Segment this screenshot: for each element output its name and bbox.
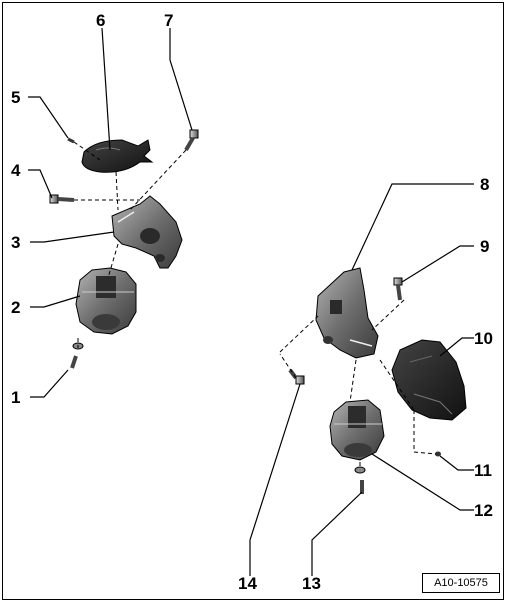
- bracket-part-8: [315, 267, 379, 359]
- callout-13: 13: [302, 574, 321, 593]
- heat-shield-part-10: [391, 339, 467, 421]
- engine-mount-part-2: [75, 267, 137, 335]
- callout-4: 4: [11, 161, 21, 180]
- callout-9: 9: [480, 237, 490, 256]
- callout-5: 5: [11, 88, 21, 107]
- callout-2: 2: [11, 298, 21, 317]
- callout-6: 6: [96, 11, 106, 30]
- callout-3: 3: [11, 233, 21, 252]
- bolt-part-4: [49, 194, 75, 204]
- reference-code-label: A10-10575: [422, 573, 500, 593]
- callout-11: 11: [474, 461, 492, 480]
- callout-1: 1: [11, 388, 21, 407]
- bracket-part-3: [111, 195, 183, 269]
- heat-shield-part: [81, 139, 154, 173]
- screw-part-11: [435, 451, 441, 457]
- bolt-part-13: [354, 466, 366, 494]
- bolt-part-7: [184, 129, 199, 152]
- bolt-part-9: [393, 277, 403, 301]
- callout-14: 14: [238, 574, 257, 593]
- callout-8: 8: [480, 175, 490, 194]
- leader-lines: [28, 27, 474, 576]
- screw-part-5: [67, 137, 75, 144]
- engine-mount-part-12: [329, 399, 385, 461]
- callout-12: 12: [474, 501, 493, 520]
- callout-7: 7: [164, 11, 174, 30]
- callout-10: 10: [474, 329, 493, 348]
